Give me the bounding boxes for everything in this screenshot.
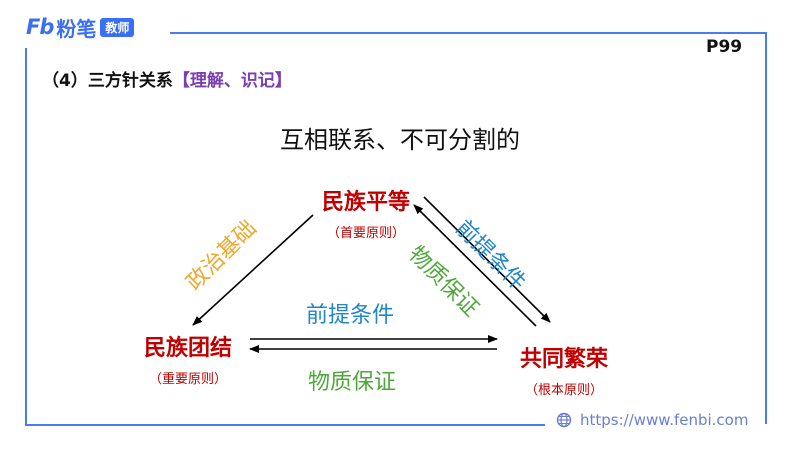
node-note: （重要原则） xyxy=(148,372,227,387)
node-title: 民族团结 xyxy=(143,336,232,361)
arrow-equality-to-unity xyxy=(192,214,314,326)
logo-name: 粉笔 xyxy=(56,16,97,41)
label-precondition-horizontal: 前提条件 xyxy=(306,303,395,328)
logo-badge: 教师 xyxy=(100,17,135,37)
footer-url[interactable]: https://www.fenbi.com xyxy=(556,411,748,429)
node-common-prosperity: 共同繁荣 （根本原则） xyxy=(504,341,624,398)
node-national-unity: 民族团结 （重要原则） xyxy=(128,330,248,387)
page-number: P99 xyxy=(706,37,743,57)
bottom-divider xyxy=(25,424,545,426)
label-material-guarantee-horizontal: 物质保证 xyxy=(308,370,397,395)
section-heading: （4）三方针关系【理解、识记】 xyxy=(42,66,292,91)
fenbi-logo: Fb 粉笔 教师 xyxy=(26,12,135,42)
node-national-equality: 民族平等 （首要原则） xyxy=(306,184,426,241)
node-title: 民族平等 xyxy=(321,190,410,215)
heading-text: （4）三方针关系 xyxy=(42,71,173,91)
logo-mark: Fb xyxy=(26,15,54,39)
node-title: 共同繁荣 xyxy=(519,347,608,372)
node-note: （根本原则） xyxy=(524,383,603,398)
top-divider xyxy=(170,32,766,34)
left-divider xyxy=(25,48,27,424)
heading-tag: 【理解、识记】 xyxy=(172,71,292,91)
globe-icon xyxy=(556,412,572,428)
arrow-prosperity-to-equality xyxy=(413,204,537,327)
right-divider xyxy=(765,32,767,424)
diagram-title: 互相联系、不可分割的 xyxy=(280,126,520,154)
node-note: （首要原则） xyxy=(326,226,405,241)
url-text: https://www.fenbi.com xyxy=(580,411,749,429)
arrow-equality-to-prosperity xyxy=(423,196,551,323)
